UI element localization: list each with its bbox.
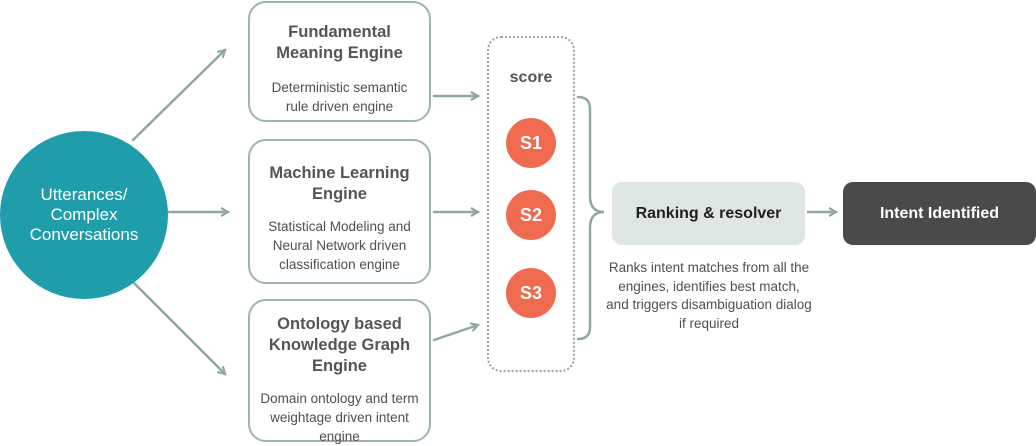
score-s3: S3 <box>506 268 556 318</box>
arrow-source-to-engine-3 <box>131 280 225 374</box>
score-s1: S1 <box>506 118 556 168</box>
engine-description: Statistical Modeling and Neural Network … <box>268 219 411 272</box>
engine-description: Domain ontology and term weightage drive… <box>260 391 419 444</box>
engine-fundamental-meaning: Fundamental Meaning Engine Deterministic… <box>248 1 431 122</box>
source-label: Utterances/ Complex Conversations <box>29 185 139 244</box>
engine-title: Fundamental Meaning Engine <box>276 23 403 62</box>
engine-machine-learning: Machine Learning Engine Statistical Mode… <box>248 139 431 284</box>
ranker-description: Ranks intent matches from all the engine… <box>606 260 812 331</box>
arrow-engine-3-to-score <box>432 325 478 342</box>
engine-title: Ontology based Knowledge Graph Engine <box>268 315 411 375</box>
ranking-resolver-box: Ranking & resolver <box>612 182 805 245</box>
utterances-source: Utterances/ Complex Conversations <box>0 131 168 299</box>
engine-title: Machine Learning Engine <box>269 164 410 203</box>
arrow-source-to-engine-1 <box>131 50 225 142</box>
result-label: Intent Identified <box>879 204 1000 222</box>
engine-ontology-knowledge-graph: Ontology based Knowledge Graph Engine Do… <box>248 299 431 444</box>
score-label: score <box>509 69 553 86</box>
score-brace <box>576 95 605 341</box>
ranker-label: Ranking & resolver <box>635 204 782 222</box>
intent-identified-box: Intent Identified <box>843 182 1036 245</box>
engine-description: Deterministic semantic rule driven engin… <box>271 80 408 114</box>
score-s2: S2 <box>506 190 556 240</box>
score-panel <box>487 36 575 372</box>
